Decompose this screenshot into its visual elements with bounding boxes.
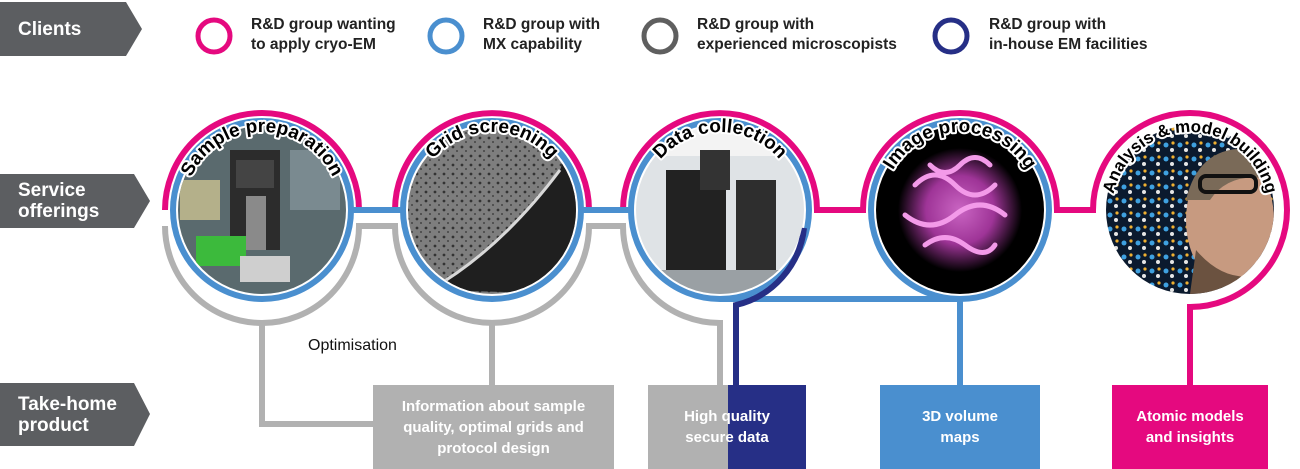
row-label-services: Service offerings [0, 174, 140, 228]
row-label-product-line2: product [18, 414, 89, 436]
navy-route [733, 227, 807, 385]
stage-4-image [876, 126, 1044, 294]
legend-ring-blue [427, 17, 465, 55]
product-line: High quality [684, 408, 770, 425]
row-label-services-bg [0, 174, 150, 228]
gray-route [162, 223, 723, 385]
optimisation-label: Optimisation [308, 337, 397, 354]
legend-ring-navy [932, 17, 970, 55]
product-box-information-bg [373, 385, 614, 469]
product-box-data-bg-gray [648, 385, 728, 469]
legend-line: in-house EM facilities [989, 36, 1148, 53]
product-box-maps-bg [880, 385, 1040, 469]
legend-item-cryo-em: R&D group wanting to apply cryo-EM [251, 15, 396, 55]
product-line: Atomic models [1136, 408, 1244, 425]
legend-ring-pink [195, 17, 233, 55]
stage-1-image [178, 126, 346, 294]
legend-line: to apply cryo-EM [251, 36, 376, 53]
blue-route-lower [170, 209, 721, 302]
row-label-services-line1: Service [18, 180, 86, 201]
legend-item-mx: R&D group with MX capability [483, 15, 600, 55]
product-line: and insights [1145, 429, 1235, 446]
product-line: 3D volume [922, 408, 998, 425]
row-label-services-line2: offerings [18, 201, 100, 222]
legend-item-microscopists: R&D group with experienced microscopists [697, 15, 897, 55]
product-secure-data: High quality secure data [648, 385, 806, 469]
product-box-data-bg-navy [728, 385, 806, 469]
stage-2-image [408, 126, 576, 294]
product-atomic-models: Atomic models and insights [1112, 385, 1268, 469]
legend-line: R&D group with [483, 16, 601, 33]
legend-ring-gray [641, 17, 679, 55]
product-volume-maps: 3D volume maps [880, 385, 1040, 469]
legend-item-in-house-em: R&D group with in-house EM facilities [989, 15, 1147, 55]
product-box-models-bg [1112, 385, 1268, 469]
legend-line: experienced microscopists [697, 36, 897, 53]
stage-5-image [1106, 126, 1274, 294]
legend-line: R&D group with [697, 16, 815, 33]
product-line: secure data [685, 429, 769, 446]
row-label-product: Take-home product [0, 383, 140, 446]
legend-line: MX capability [483, 36, 583, 53]
legend-line: R&D group with [989, 16, 1107, 33]
row-label-clients: Clients [0, 2, 130, 56]
product-line: maps [940, 429, 980, 446]
product-information: Information about sample quality, optima… [373, 385, 614, 469]
gray-optimisation-loop [259, 323, 495, 427]
row-label-clients-text: Clients [18, 18, 82, 40]
row-label-product-bg [0, 383, 150, 446]
row-label-clients-bg [0, 2, 142, 56]
row-label-product-line1: Take-home [18, 393, 117, 415]
pink-route [162, 110, 1291, 385]
product-line: protocol design [437, 439, 550, 457]
legend-line: R&D group wanting [251, 16, 396, 33]
product-line: quality, optimal grids and [403, 418, 584, 436]
product-line: Information about sample [401, 397, 586, 415]
blue-route [170, 118, 1053, 385]
